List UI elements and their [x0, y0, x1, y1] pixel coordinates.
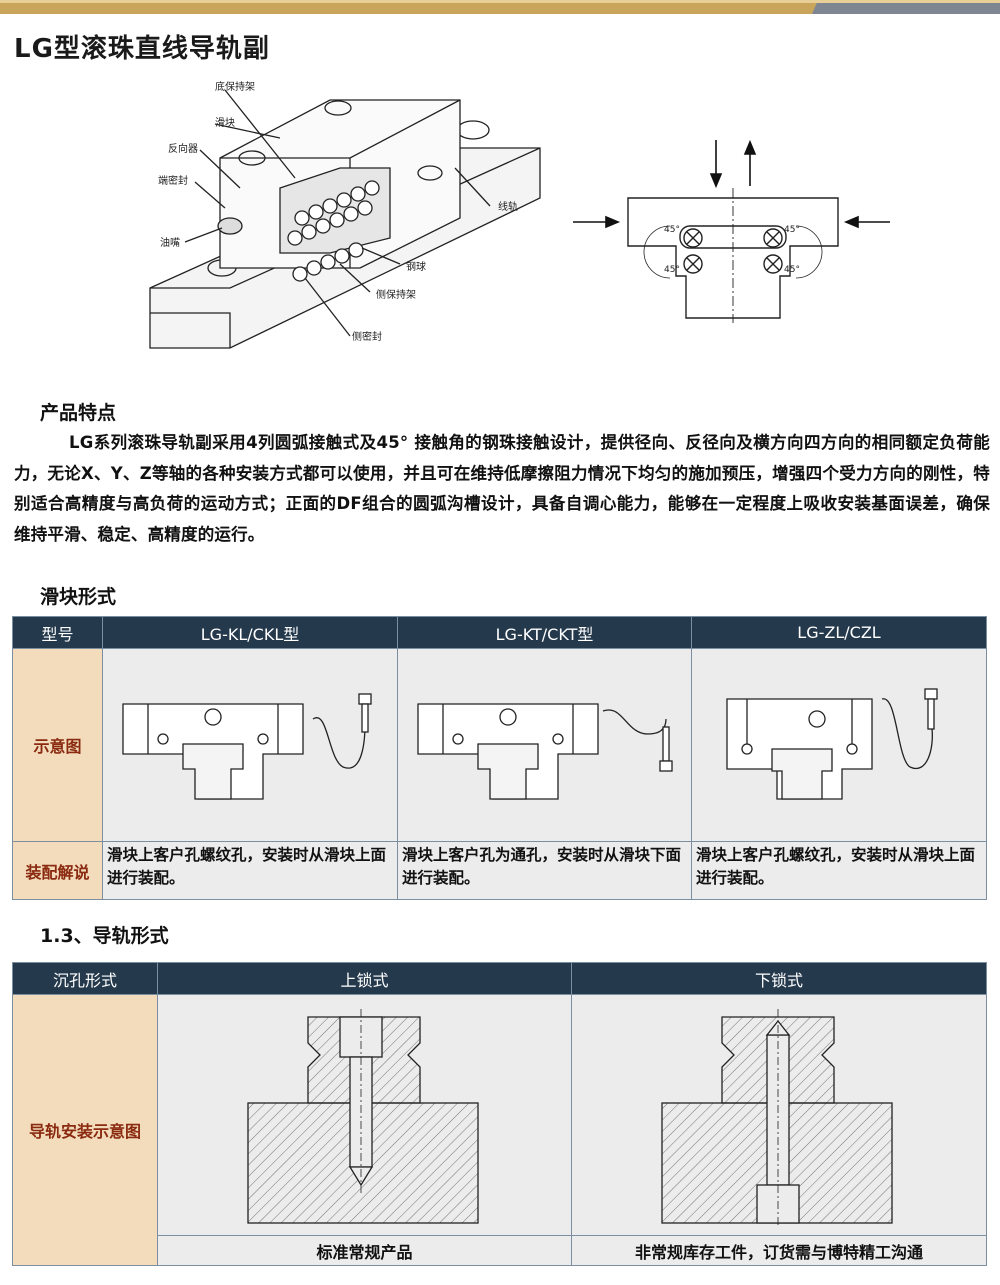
slider-header-model: 型号 [12, 616, 103, 649]
label-ball: 钢球 [406, 260, 426, 273]
rail-diagram-bottom-lock [571, 994, 987, 1236]
features-paragraph: LG系列滚珠导轨副采用4列圆弧接触式及45° 接触角的钢珠接触设计，提供径向、反… [14, 433, 990, 544]
assembly-note-2: 滑块上客户孔为通孔，安装时从滑块下面进行装配。 [397, 841, 692, 900]
label-reverser: 反向器 [168, 142, 198, 155]
label-rail: 线轨 [498, 200, 518, 213]
cross-section-diagram: 45° 45° 45° 45° [573, 139, 890, 323]
angle-label-3: 45° [664, 265, 680, 275]
page-title: LG型滚珠直线导轨副 [14, 34, 270, 64]
slider-col-2: LG-KT/CKT型 [397, 616, 692, 649]
linear-guide-diagram: 底保持架 滑块 反向器 端密封 油嘴 线轨 钢球 侧保持架 侧密封 [149, 80, 541, 349]
label-side-cage: 侧保持架 [376, 288, 416, 301]
features-heading: 产品特点 [40, 402, 117, 424]
label-end-seal: 端密封 [158, 174, 188, 187]
rail-col-top-lock: 上锁式 [157, 962, 572, 995]
assembly-note-1: 滑块上客户孔螺纹孔，安装时从滑块上面进行装配。 [102, 841, 398, 900]
angle-label-1: 45° [664, 225, 680, 235]
top-decor-bar [0, 0, 1000, 14]
slider-col-3: LG-ZL/CZL [691, 616, 987, 649]
rail-col-bottom-lock: 下锁式 [571, 962, 987, 995]
slider-forms-heading: 滑块形式 [40, 586, 117, 608]
caption-bottom-lock: 非常规库存工件，订货需与博特精工沟通 [571, 1235, 987, 1266]
row-label-diagram: 示意图 [12, 648, 103, 842]
row-label-assembly: 装配解说 [12, 841, 103, 900]
rail-forms-table: 沉孔形式 上锁式 下锁式 导轨安装示意图 [12, 962, 987, 1266]
label-side-seal: 侧密封 [352, 330, 382, 343]
assembly-note-3: 滑块上客户孔螺纹孔，安装时从滑块上面进行装配。 [691, 841, 987, 900]
rail-forms-heading: 1.3、导轨形式 [40, 925, 169, 947]
slider-diagram-1 [102, 648, 398, 842]
label-grease-nipple: 油嘴 [160, 236, 180, 249]
rail-diagram-top-lock [157, 994, 572, 1236]
slider-forms-table: 型号 LG-KL/CKL型 LG-KT/CKT型 LG-ZL/CZL 示意图 [12, 616, 987, 900]
label-slider: 滑块 [215, 117, 235, 129]
caption-top-lock: 标准常规产品 [157, 1235, 572, 1266]
slider-diagram-2 [397, 648, 692, 842]
angle-label-2: 45° [784, 225, 800, 235]
rail-header-counterbore: 沉孔形式 [12, 962, 158, 995]
slider-col-1: LG-KL/CKL型 [102, 616, 398, 649]
angle-label-4: 45° [784, 265, 800, 275]
label-cage-bottom: 底保持架 [215, 80, 255, 93]
slider-diagram-3 [691, 648, 987, 842]
row-label-rail-install: 导轨安装示意图 [12, 994, 158, 1266]
